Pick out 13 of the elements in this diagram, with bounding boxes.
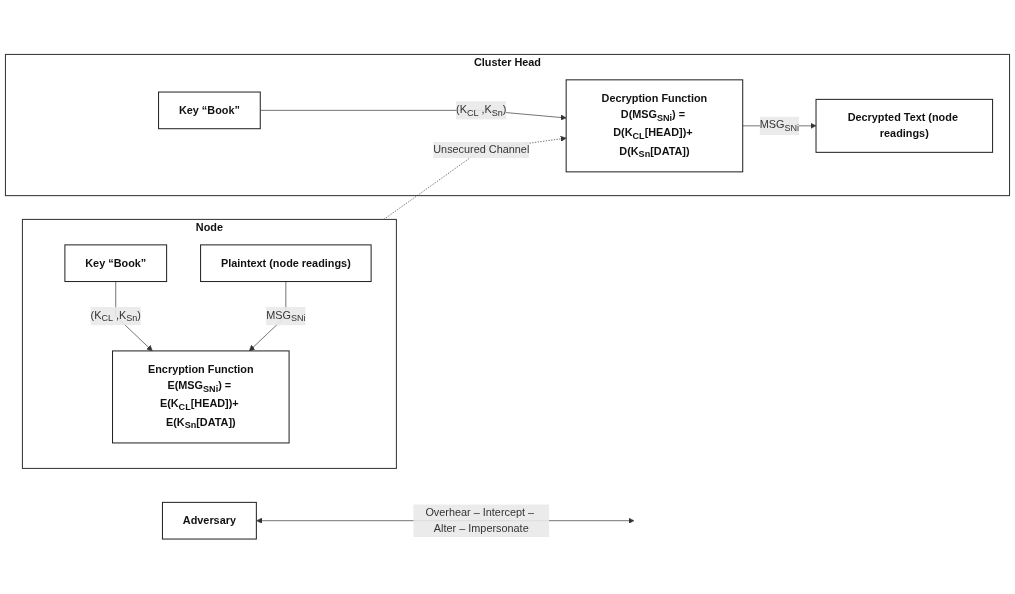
node-box: Decrypted Text (node readings) bbox=[815, 99, 994, 154]
node-box: Key “Book” bbox=[158, 91, 261, 130]
edge-label: Unsecured Channel bbox=[433, 144, 530, 156]
node-box: Encryption Function E(MSG$_{SNi}$) = E(K$_{CL}$[HEAD])+ E(K$_{Sn}$[DATA]) bbox=[112, 350, 290, 444]
node-box: Plaintext (node readings) bbox=[200, 244, 372, 283]
node-box: Adversary bbox=[161, 502, 257, 540]
edge-label: (K$_{CL}$ ,K$_{Sn}$) bbox=[90, 309, 141, 324]
edge-label: (K$_{CL}$ ,K$_{Sn}$) bbox=[456, 103, 507, 118]
node-box: Key “Book” bbox=[64, 244, 168, 283]
edge-label: MSG$_{SNi}$ bbox=[759, 118, 800, 134]
node-box: Decryption Function D(MSG$_{SNi}$) = D(K$_{CL}$[HEAD])+ D(K$_{Sn}$[DATA]) bbox=[565, 79, 744, 173]
edge-label: MSG$_{SNi}$ bbox=[266, 309, 306, 324]
edge-label: Overhear – Intercept – Alter – Impersonate bbox=[425, 506, 535, 535]
